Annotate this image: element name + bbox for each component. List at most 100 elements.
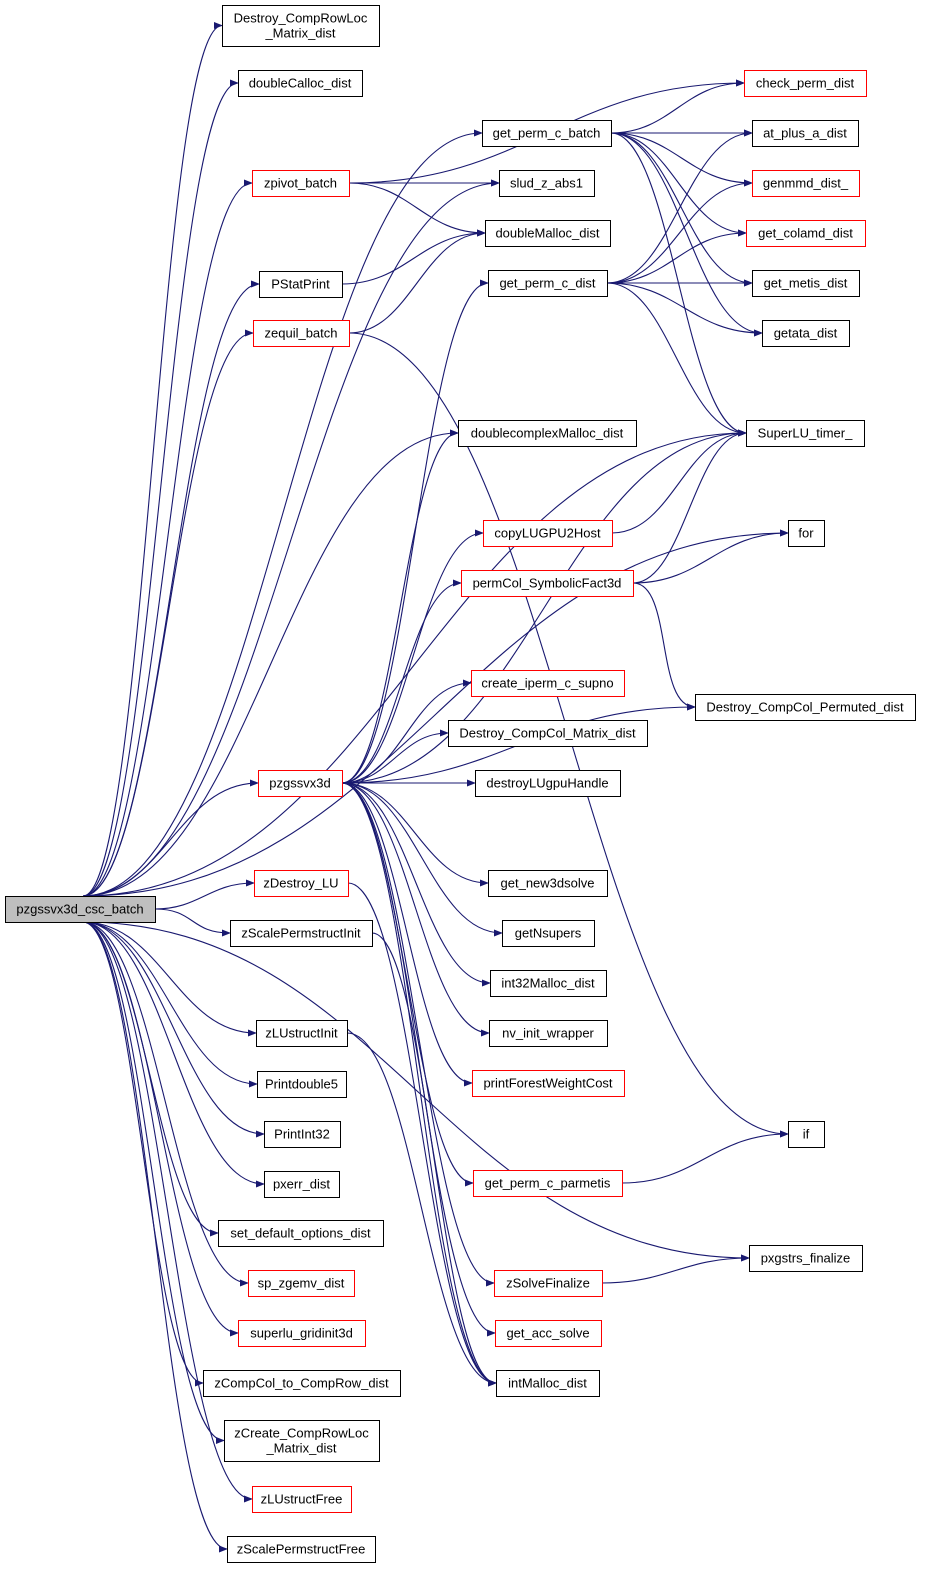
node-box bbox=[788, 1121, 825, 1148]
node-destroy_compcol_matrix_dist[interactable]: Destroy_CompCol_Matrix_dist bbox=[448, 720, 648, 747]
node-genmmd_dist_[interactable]: genmmd_dist_ bbox=[752, 170, 860, 197]
node-label: zequil_batch bbox=[265, 326, 338, 341]
edge-root-to-superlu_timer_ bbox=[82, 429, 747, 897]
node-zpivot_batch[interactable]: zpivot_batch bbox=[252, 170, 350, 197]
node-destroy_comprowloc_matrix_dist[interactable]: Destroy_CompRowLoc_Matrix_dist bbox=[222, 5, 380, 47]
node-zsolvefinalize[interactable]: zSolveFinalize bbox=[494, 1270, 603, 1297]
edge-zpivot_batch-to-doublemalloc_dist bbox=[348, 182, 486, 237]
node-label: zSolveFinalize bbox=[506, 1276, 590, 1291]
node-box bbox=[224, 1420, 380, 1462]
edge-pzgssvx3d-to-get_new3dsolve bbox=[341, 782, 489, 887]
node-zscalepermstructinit[interactable]: zScalePermstructInit bbox=[230, 920, 373, 947]
node-label: _Matrix_dist bbox=[264, 26, 335, 41]
node-superlu_timer_[interactable]: SuperLU_timer_ bbox=[746, 420, 865, 447]
node-copylugpu2host[interactable]: copyLUGPU2Host bbox=[483, 520, 613, 547]
node-nv_init_wrapper[interactable]: nv_init_wrapper bbox=[489, 1020, 608, 1047]
node-label: copyLUGPU2Host bbox=[494, 526, 601, 541]
edge-pzgssvx3d-to-doublecomplexmalloc_dist bbox=[341, 429, 459, 784]
edge-root-to-pstatprint bbox=[82, 280, 260, 897]
node-label: SuperLU_timer_ bbox=[758, 426, 853, 441]
node-doublemalloc_dist[interactable]: doubleMalloc_dist bbox=[485, 220, 611, 247]
node-zscalepermstructfree[interactable]: zScalePermstructFree bbox=[227, 1536, 376, 1563]
node-printforestweightcost[interactable]: printForestWeightCost bbox=[472, 1070, 625, 1097]
node-intmalloc_dist[interactable]: intMalloc_dist bbox=[496, 1370, 600, 1397]
node-sp_zgemv_dist[interactable]: sp_zgemv_dist bbox=[248, 1270, 355, 1297]
node-get_perm_c_batch[interactable]: get_perm_c_batch bbox=[482, 120, 612, 147]
node-box bbox=[238, 1320, 366, 1347]
node-label: getata_dist bbox=[774, 326, 838, 341]
node-label: superlu_gridinit3d bbox=[250, 1326, 353, 1341]
edge-get_perm_c_batch-to-genmmd_dist_ bbox=[610, 132, 753, 187]
edge-root-to-sp_zgemv_dist bbox=[82, 921, 249, 1287]
node-getnsupers[interactable]: getNsupers bbox=[502, 920, 595, 947]
node-label: nv_init_wrapper bbox=[502, 1026, 594, 1041]
node-doublecalloc_dist[interactable]: doubleCalloc_dist bbox=[238, 70, 363, 97]
edge-zscalepermstructinit-to-intmalloc_dist bbox=[371, 932, 497, 1387]
edge-zdestroy_lu-to-intmalloc_dist bbox=[347, 882, 497, 1387]
edge-pzgssvx3d-to-getnsupers bbox=[341, 782, 503, 937]
edge-pzgssvx3d-to-copylugpu2host bbox=[341, 529, 484, 784]
node-box bbox=[483, 520, 613, 547]
node-box bbox=[227, 1536, 376, 1563]
node-label: zScalePermstructInit bbox=[241, 926, 361, 941]
edge-pzgssvx3d-to-get_perm_c_parmetis bbox=[341, 782, 474, 1187]
node-box bbox=[488, 270, 608, 297]
node-get_metis_dist[interactable]: get_metis_dist bbox=[752, 270, 860, 297]
node-zequil_batch[interactable]: zequil_batch bbox=[253, 320, 350, 347]
edge-root-to-for bbox=[82, 529, 789, 897]
node-zcreate_comprowloc_matrix_dist[interactable]: zCreate_CompRowLoc_Matrix_dist bbox=[224, 1420, 380, 1462]
node-zdestroy_lu[interactable]: zDestroy_LU bbox=[254, 870, 349, 897]
node-get_new3dsolve[interactable]: get_new3dsolve bbox=[488, 870, 608, 897]
node-get_perm_c_parmetis[interactable]: get_perm_c_parmetis bbox=[473, 1170, 623, 1197]
node-slud_z_abs1[interactable]: slud_z_abs1 bbox=[499, 170, 595, 197]
edge-pzgssvx3d-to-permcol_symbolicfact3d bbox=[341, 579, 462, 784]
node-zlustructinit[interactable]: zLUstructInit bbox=[256, 1020, 348, 1047]
edge-get_perm_c_batch-to-getata_dist bbox=[610, 132, 763, 337]
node-box bbox=[458, 420, 637, 447]
node-get_colamd_dist[interactable]: get_colamd_dist bbox=[746, 220, 866, 247]
node-printdouble5[interactable]: Printdouble5 bbox=[257, 1071, 347, 1098]
root-node[interactable]: pzgssvx3d_csc_batch bbox=[5, 896, 156, 923]
node-get_perm_c_dist[interactable]: get_perm_c_dist bbox=[488, 270, 608, 297]
node-set_default_options_dist[interactable]: set_default_options_dist bbox=[218, 1220, 384, 1247]
edge-root-to-get_perm_c_batch bbox=[82, 129, 483, 897]
node-destroylugpuhandle[interactable]: destroyLUgpuHandle bbox=[475, 770, 621, 797]
node-zcompcol_to_comprow_dist[interactable]: zCompCol_to_CompRow_dist bbox=[203, 1370, 401, 1397]
node-doublecomplexmalloc_dist[interactable]: doublecomplexMalloc_dist bbox=[458, 420, 637, 447]
edge-root-to-zcompcol_to_comprow_dist bbox=[82, 921, 204, 1387]
node-pstatprint[interactable]: PStatPrint bbox=[259, 271, 343, 298]
node-box bbox=[259, 271, 343, 298]
node-zlustructfree[interactable]: zLUstructFree bbox=[252, 1486, 352, 1513]
node-box bbox=[253, 320, 350, 347]
node-label: check_perm_dist bbox=[756, 76, 855, 91]
node-box bbox=[222, 5, 380, 47]
node-at_plus_a_dist[interactable]: at_plus_a_dist bbox=[752, 120, 859, 147]
node-label: Destroy_CompRowLoc bbox=[234, 11, 368, 26]
node-permcol_symbolicfact3d[interactable]: permCol_SymbolicFact3d bbox=[461, 570, 634, 597]
node-int32malloc_dist[interactable]: int32Malloc_dist bbox=[490, 970, 607, 997]
node-label: for bbox=[798, 526, 814, 541]
edge-pzgssvx3d-to-superlu_timer_ bbox=[341, 429, 747, 784]
node-destroy_compcol_permuted_dist[interactable]: Destroy_CompCol_Permuted_dist bbox=[695, 694, 916, 721]
node-check_perm_dist[interactable]: check_perm_dist bbox=[744, 70, 867, 97]
node-superlu_gridinit3d[interactable]: superlu_gridinit3d bbox=[238, 1320, 366, 1347]
node-box bbox=[230, 920, 373, 947]
node-label: destroyLUgpuHandle bbox=[486, 776, 608, 791]
node-label: Printdouble5 bbox=[265, 1077, 338, 1092]
node-label: zLUstructInit bbox=[265, 1026, 338, 1041]
edge-root-to-zscalepermstructfree bbox=[82, 921, 228, 1553]
node-pxerr_dist[interactable]: pxerr_dist bbox=[264, 1171, 340, 1198]
node-label: printForestWeightCost bbox=[483, 1076, 612, 1091]
node-label: zLUstructFree bbox=[261, 1492, 343, 1507]
node-printint32[interactable]: PrintInt32 bbox=[264, 1121, 341, 1148]
node-create_iperm_c_supno[interactable]: create_iperm_c_supno bbox=[471, 670, 625, 697]
edge-permcol_symbolicfact3d-to-superlu_timer_ bbox=[632, 429, 747, 584]
node-get_acc_solve[interactable]: get_acc_solve bbox=[495, 1320, 602, 1347]
node-for[interactable]: for bbox=[788, 520, 825, 547]
node-getata_dist[interactable]: getata_dist bbox=[762, 320, 850, 347]
node-pzgssvx3d[interactable]: pzgssvx3d bbox=[258, 770, 343, 797]
node-if[interactable]: if bbox=[788, 1121, 825, 1148]
node-box bbox=[744, 70, 867, 97]
node-pxgstrs_finalize[interactable]: pxgstrs_finalize bbox=[749, 1245, 863, 1272]
